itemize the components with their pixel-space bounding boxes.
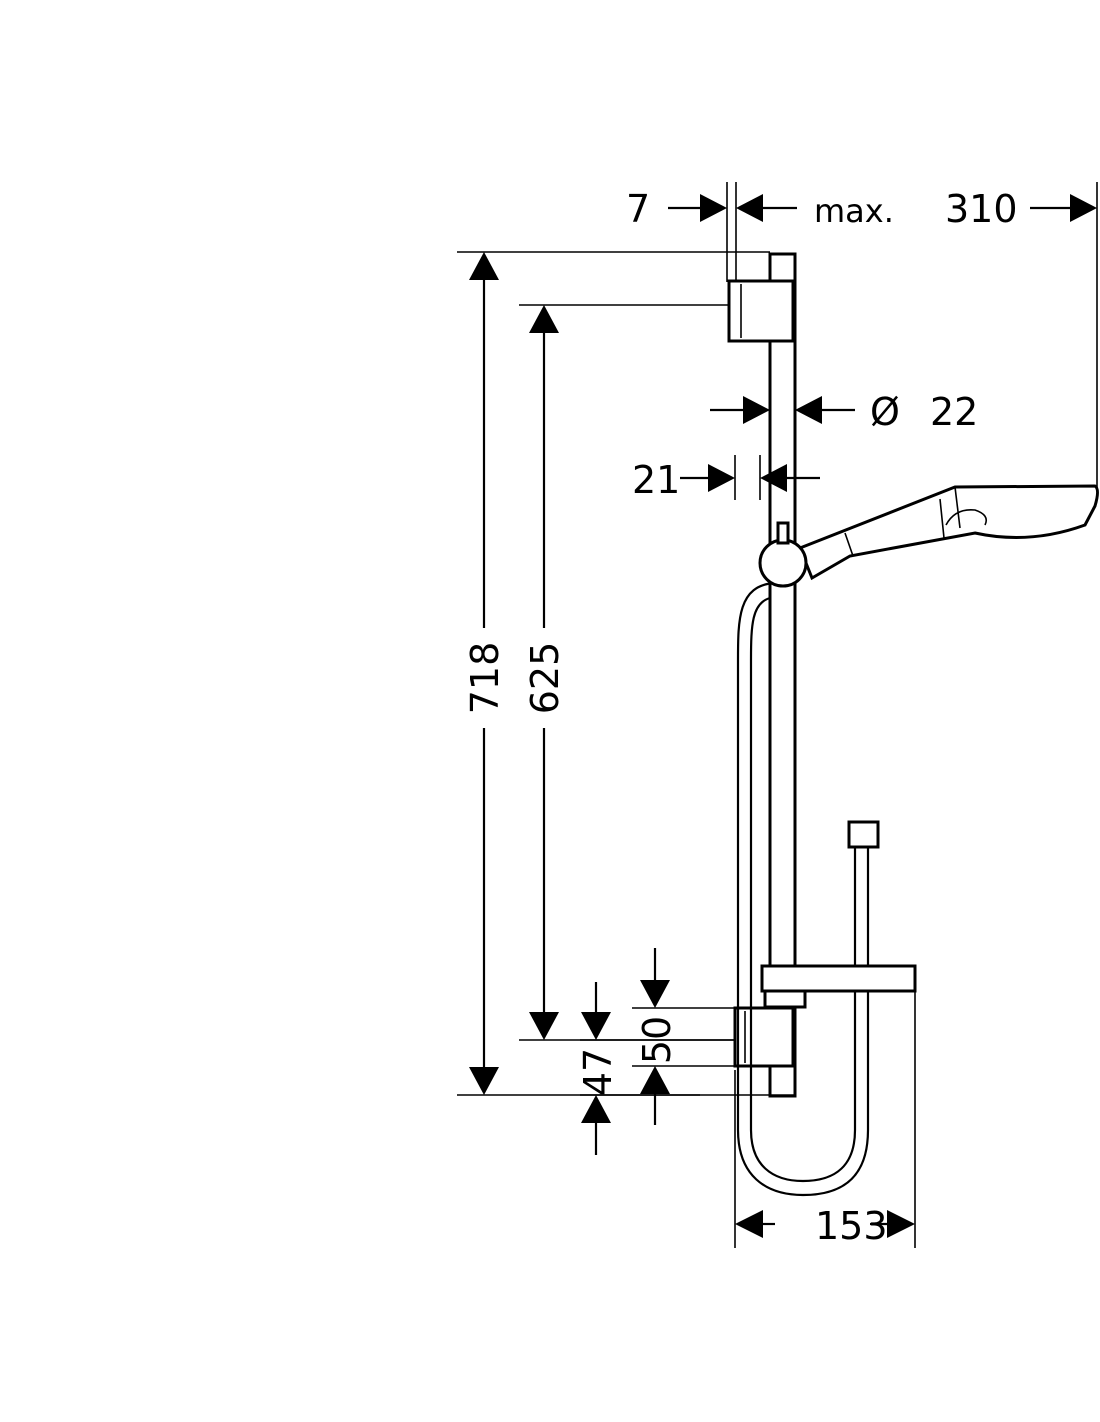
wall-rail: [768, 252, 797, 1098]
dim-153: 153: [815, 1204, 888, 1248]
arrow-icon: [469, 1067, 499, 1095]
arrow-icon: [743, 396, 770, 424]
diameter-symbol: Ø: [870, 390, 900, 434]
dim-47: 47: [576, 1048, 620, 1096]
arrow-icon: [1070, 194, 1097, 222]
dim-22: 22: [930, 390, 978, 434]
arrow-icon: [640, 1066, 670, 1094]
dim-50: 50: [635, 1016, 679, 1064]
arrow-icon: [529, 305, 559, 333]
shower-hose: [736, 581, 870, 1197]
slider-knob: [758, 538, 808, 588]
arrow-icon: [708, 464, 735, 492]
arrow-icon: [640, 980, 670, 1008]
top-wall-bracket: [727, 279, 795, 343]
arrow-icon: [887, 1210, 915, 1238]
arrow-icon: [581, 1095, 611, 1123]
arrow-icon: [795, 396, 822, 424]
dim-7: 7: [626, 187, 650, 231]
shelf: [760, 964, 917, 993]
hose-connector: [847, 820, 880, 849]
bottom-wall-bracket: [733, 1006, 795, 1068]
arrow-icon: [735, 1210, 763, 1238]
arrow-icon: [700, 194, 727, 222]
dim-max-label: max.: [814, 192, 894, 230]
dim-21: 21: [632, 458, 680, 502]
slider-button: [776, 521, 790, 545]
arrow-icon: [736, 194, 763, 222]
shelf-clamp: [763, 989, 807, 1009]
arrow-icon: [529, 1012, 559, 1040]
hand-shower: [798, 484, 1099, 581]
arrow-icon: [760, 464, 787, 492]
arrow-icon: [581, 1012, 611, 1040]
dim-718: 718: [463, 642, 507, 715]
arrow-icon: [469, 252, 499, 280]
dimension-lines: [457, 182, 1098, 1248]
dim-310: 310: [945, 187, 1018, 231]
dim-625: 625: [523, 642, 567, 715]
dimension-labels: 7 max. 310 Ø 22 21 153 718 625 50 47: [463, 187, 1018, 1248]
shower-rail-assembly: [727, 252, 1099, 1197]
